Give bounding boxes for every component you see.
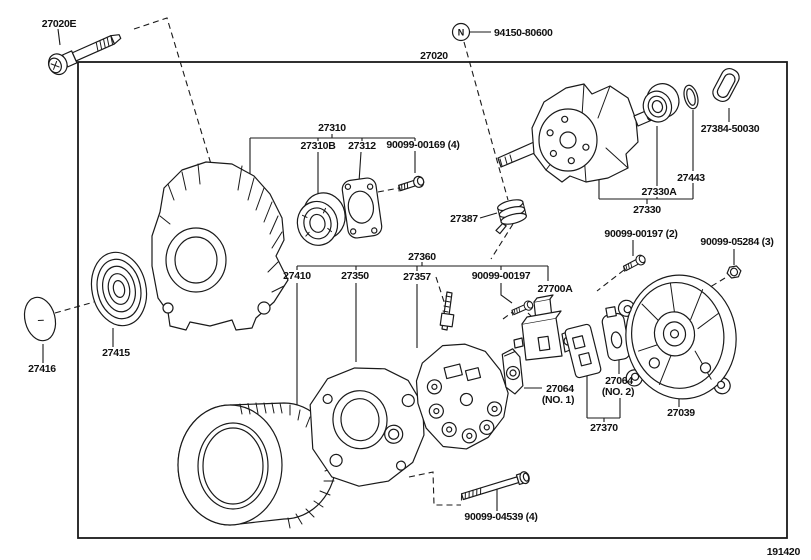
label-rear-ring: 27443 (677, 172, 705, 184)
label-alternator-assy: 27020 (420, 50, 448, 62)
label-terminal-nut-rear: 90099-05284 (3) (700, 236, 773, 248)
label-rotor-cover: 27384-50030 (701, 123, 760, 135)
regulator-screw-drawing (511, 300, 534, 316)
case-bolt-drawing (460, 471, 530, 501)
label-terminal-no2-sub: (NO. 2) (602, 386, 634, 398)
alternator-assembly-drawing (151, 161, 289, 331)
label-frame-group: 27310 (318, 122, 346, 134)
rear-terminal-bolt-drawing (622, 254, 646, 272)
regulator-drawing (513, 294, 576, 361)
lock-nut-symbol: N (451, 22, 471, 42)
pulley-cap-drawing (23, 296, 57, 342)
label-end-cover: 27039 (667, 407, 695, 419)
rotor-drawing (497, 83, 654, 183)
rotor-cover-drawing (712, 67, 740, 103)
slip-ring-drawing (495, 199, 527, 235)
pulley-drawing (90, 251, 148, 327)
end-cover-drawing (617, 274, 737, 400)
label-bearing-retainer: 27312 (348, 140, 376, 152)
retainer-screw-drawing (398, 175, 425, 192)
drive-end-frame-drawing (309, 367, 425, 487)
label-terminal-no1: 27064 (546, 383, 574, 395)
label-through-bolt: 27020E (42, 18, 77, 30)
diagram-border (77, 61, 788, 539)
brush-holder-drawing (564, 323, 602, 379)
rear-ring-drawing (683, 84, 699, 110)
figure-number: 191420 (767, 546, 801, 558)
label-pulley-cap: 27416 (28, 363, 56, 375)
label-regulator-screw: 90099-00197 (472, 270, 531, 282)
label-stator: 27410 (283, 270, 311, 282)
label-brush-holder: 27370 (590, 422, 618, 434)
rectifier-stud-drawing (439, 291, 455, 331)
lock-nut-symbol-letter: N (458, 28, 465, 38)
stator-drawing (177, 402, 337, 529)
terminal-no1-drawing (501, 348, 524, 395)
label-terminal-bolt-rear: 90099-00197 (2) (604, 228, 677, 240)
label-rectifier: 27357 (403, 271, 431, 283)
rear-bearing-drawing (642, 83, 680, 123)
label-pulley: 27415 (102, 347, 130, 359)
rear-terminal-nut-drawing (726, 265, 742, 279)
label-regulator: 27700A (538, 283, 574, 295)
label-stator-group: 27360 (408, 251, 436, 263)
label-front-bearing: 27310B (301, 140, 337, 152)
label-terminal-no1-sub: (NO. 1) (542, 394, 574, 406)
rectifier-drawing (415, 343, 509, 450)
front-bearing-drawing (296, 192, 346, 246)
label-slip-ring: 27387 (450, 213, 478, 225)
label-case-bolt: 90099-04539 (4) (464, 511, 537, 523)
label-terminal-no2: 27064 (605, 375, 633, 387)
label-rear-bearing: 27330A (642, 186, 678, 198)
label-retainer-screw: 90099-00169 (4) (386, 139, 459, 151)
label-rotor: 27330 (633, 204, 661, 216)
through-bolt-drawing (47, 34, 122, 76)
bearing-retainer-drawing (341, 177, 383, 239)
label-drive-end-frame: 27350 (341, 270, 369, 282)
label-lock-nut: 94150-80600 (494, 27, 553, 39)
